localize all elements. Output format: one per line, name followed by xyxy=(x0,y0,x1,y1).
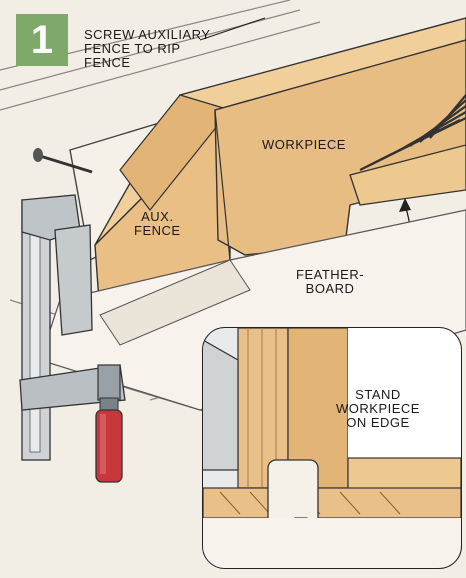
instruction-line-3: FENCE xyxy=(84,56,210,70)
instruction-label: SCREW AUXILIARY FENCE TO RIP FENCE xyxy=(84,28,210,70)
aux-fence-label: AUX. FENCE xyxy=(134,210,181,238)
instruction-line-2: FENCE TO RIP xyxy=(84,42,210,56)
inset-note-label: STAND WORKPIECE ON EDGE xyxy=(336,388,420,430)
step-number-badge: 1 xyxy=(16,14,68,66)
inset-detail xyxy=(203,328,461,568)
aux-fence-line-2: FENCE xyxy=(134,224,181,238)
featherboard-label: FEATHER- BOARD xyxy=(296,268,364,296)
clamp-handle xyxy=(96,410,122,482)
featherboard-line-2: BOARD xyxy=(296,282,364,296)
workpiece-label: WORKPIECE xyxy=(262,138,346,152)
instruction-line-1: SCREW AUXILIARY xyxy=(84,28,210,42)
inset-note-line-1: STAND xyxy=(336,388,420,402)
featherboard-line-1: FEATHER- xyxy=(296,268,364,282)
inset-note-line-2: WORKPIECE xyxy=(336,402,420,416)
aux-fence-line-1: AUX. xyxy=(134,210,181,224)
inset-note-line-3: ON EDGE xyxy=(336,416,420,430)
